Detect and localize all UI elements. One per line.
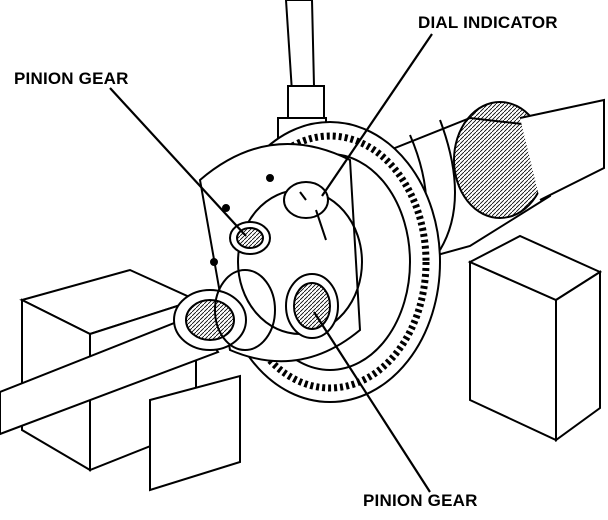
pinion-gear-label-top: PINION GEAR xyxy=(14,69,129,88)
leader-dial-indicator xyxy=(321,33,433,197)
right-support-block xyxy=(467,234,603,442)
leader-lines xyxy=(109,33,433,493)
pinion-gear-upper xyxy=(229,221,271,255)
pinion-gear-label-bottom: PINION GEAR xyxy=(363,491,478,510)
leader-pinion-gear-bottom xyxy=(313,311,431,493)
left-axle xyxy=(0,269,276,436)
right-axle-housing xyxy=(358,98,605,270)
dial-indicator-head xyxy=(283,181,329,241)
pinion-gear-lower xyxy=(285,273,339,339)
dial-indicator-label: DIAL INDICATOR xyxy=(418,13,558,32)
dial-indicator-stand xyxy=(277,0,327,141)
leader-pinion-gear-top xyxy=(109,87,247,237)
